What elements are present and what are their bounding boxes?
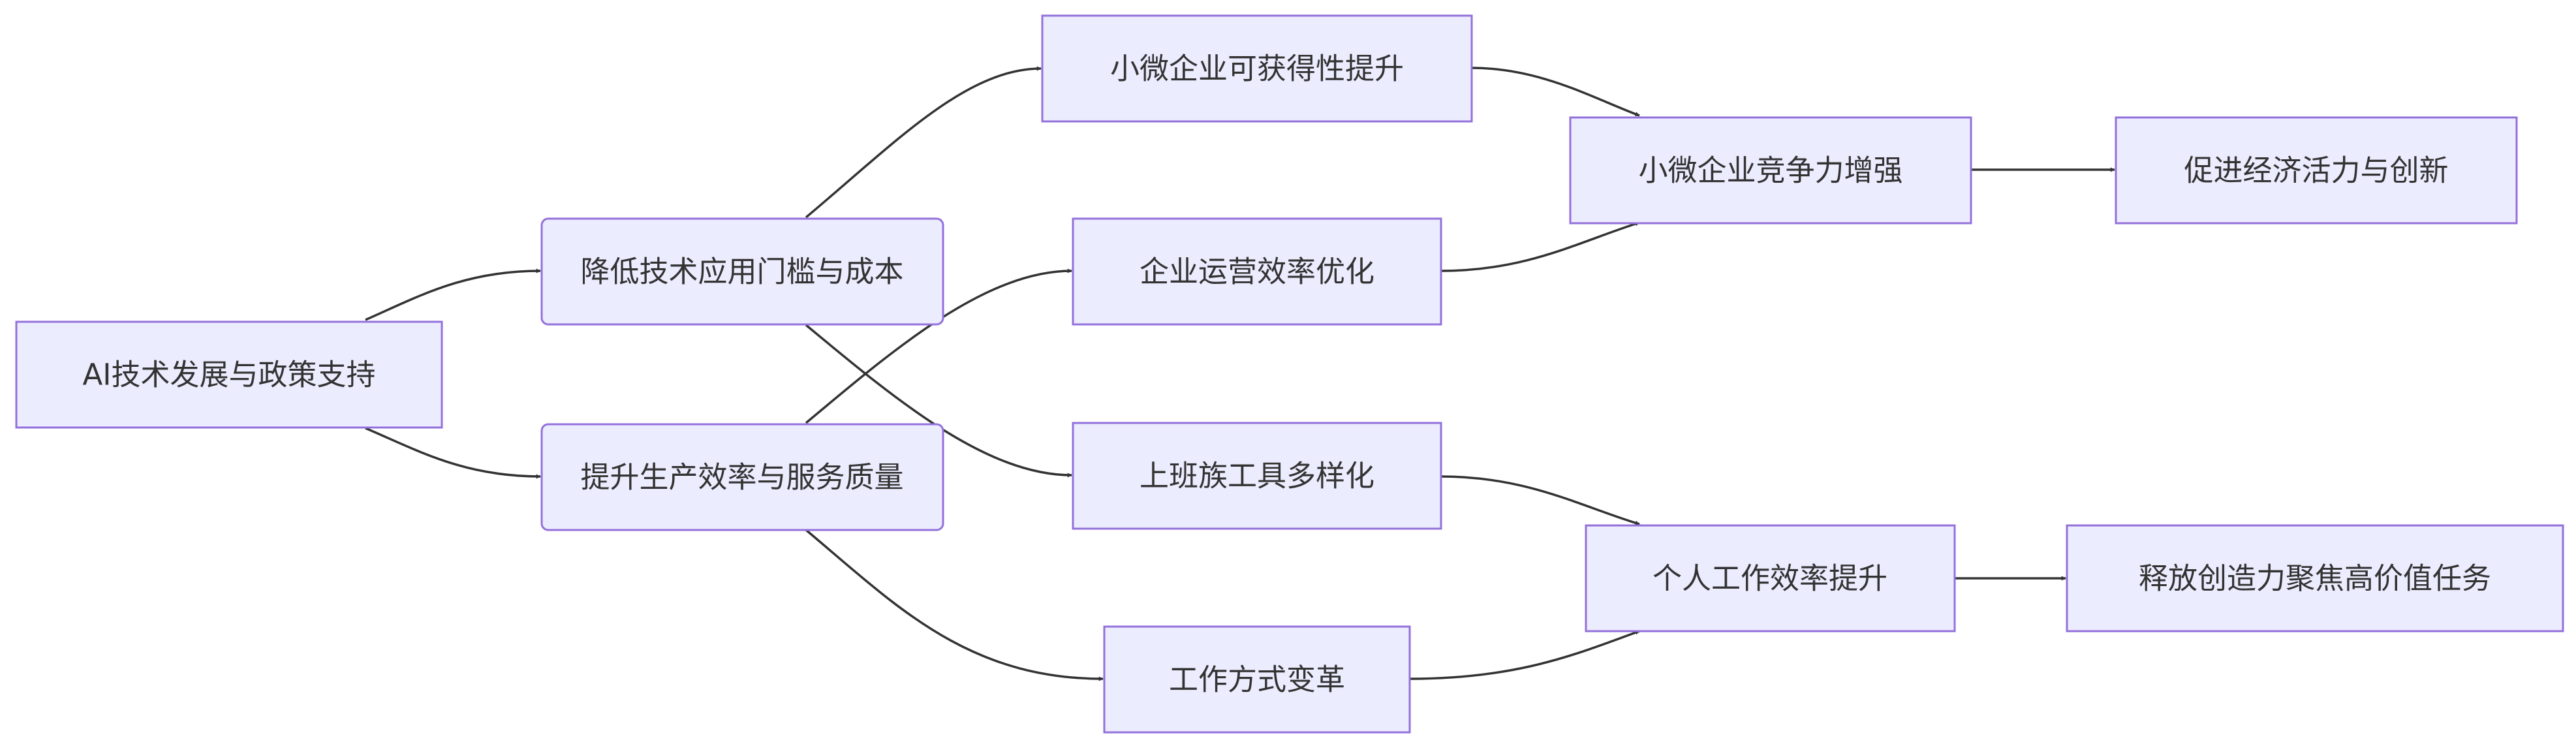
node-improve-eff-label: 提升生产效率与服务质量 bbox=[580, 460, 903, 495]
node-sme-access: 小微企业可获得性提升 bbox=[1041, 14, 1473, 123]
node-ops-opt-label: 企业运营效率优化 bbox=[1140, 255, 1374, 289]
edge-lower-cost-to-sme-access bbox=[805, 66, 1042, 219]
node-sme-access-label: 小微企业可获得性提升 bbox=[1110, 52, 1404, 86]
edge-tools-div-to-personal-eff bbox=[1440, 475, 1640, 525]
node-tools-div: 上班族工具多样化 bbox=[1072, 422, 1442, 530]
nodes-layer: AI技术发展与政策支持 降低技术应用门槛与成本 提升生产效率与服务质量 小微企业… bbox=[15, 14, 2564, 734]
node-economy-box bbox=[2115, 116, 2518, 225]
node-sme-compete: 小微企业竞争力增强 bbox=[1569, 116, 1972, 225]
edge-ai-policy-to-improve-eff bbox=[365, 427, 541, 479]
node-economy-label: 促进经济活力与创新 bbox=[2184, 153, 2448, 188]
node-ai-policy-label: AI技术发展与政策支持 bbox=[82, 358, 375, 392]
node-tools-div-label: 上班族工具多样化 bbox=[1140, 459, 1374, 493]
node-personal-eff-box bbox=[1585, 524, 1956, 632]
node-ai-policy: AI技术发展与政策支持 bbox=[15, 320, 443, 429]
edge-ai-policy-to-lower-cost bbox=[365, 268, 541, 321]
node-ops-opt-box bbox=[1072, 217, 1442, 326]
node-personal-eff-label: 个人工作效率提升 bbox=[1653, 561, 1887, 596]
node-tools-div-box bbox=[1072, 422, 1442, 530]
edge-sme-access-to-sme-compete bbox=[1471, 67, 1640, 117]
node-lower-cost-box bbox=[540, 217, 944, 326]
node-ops-opt: 企业运营效率优化 bbox=[1072, 217, 1442, 326]
node-ai-policy-box bbox=[15, 320, 443, 429]
edge-work-change-to-personal-eff bbox=[1409, 630, 1640, 680]
node-personal-eff: 个人工作效率提升 bbox=[1585, 524, 1956, 632]
node-improve-eff-box bbox=[540, 423, 944, 531]
node-creativity-box bbox=[2066, 524, 2564, 632]
node-improve-eff: 提升生产效率与服务质量 bbox=[540, 423, 944, 531]
node-sme-compete-box bbox=[1569, 116, 1972, 225]
edge-improve-eff-to-work-change bbox=[805, 529, 1104, 681]
node-work-change-box bbox=[1103, 625, 1411, 734]
edge-ops-opt-to-sme-compete bbox=[1440, 221, 1640, 272]
node-economy: 促进经济活力与创新 bbox=[2115, 116, 2518, 225]
node-work-change: 工作方式变革 bbox=[1103, 625, 1411, 734]
node-creativity: 释放创造力聚焦高价值任务 bbox=[2066, 524, 2564, 632]
node-work-change-label: 工作方式变革 bbox=[1169, 662, 1345, 697]
node-lower-cost-label: 降低技术应用门槛与成本 bbox=[580, 255, 903, 289]
node-creativity-label: 释放创造力聚焦高价值任务 bbox=[2139, 561, 2491, 596]
node-sme-compete-label: 小微企业竞争力增强 bbox=[1638, 153, 1902, 188]
node-lower-cost: 降低技术应用门槛与成本 bbox=[540, 217, 944, 326]
node-sme-access-box bbox=[1041, 14, 1473, 123]
